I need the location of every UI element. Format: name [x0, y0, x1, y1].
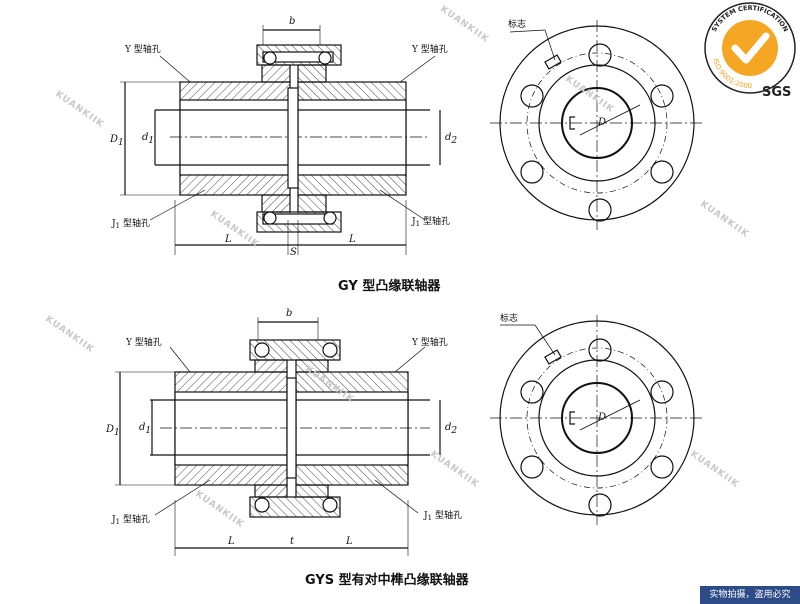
dim-l-top-right: L	[348, 234, 356, 245]
badge-sgs-text: SGS	[762, 85, 791, 100]
gy-section-view	[120, 25, 441, 255]
y-bore-label-top-right: Y 型轴孔	[411, 43, 448, 55]
checkmark-icon	[731, 32, 770, 64]
mark-label-top: 标志	[508, 18, 526, 30]
caption-gys: GYS 型有对中榫凸缘联轴器	[305, 572, 470, 588]
dim-small-d1-top: d1	[142, 132, 154, 146]
watermark-8: KUANKIIK	[428, 449, 480, 490]
dim-d-top: D	[597, 117, 606, 128]
dim-small-d2-top: d2	[445, 132, 457, 146]
watermark-1: KUANKIIK	[53, 89, 105, 130]
dim-small-d1-bottom: d1	[139, 422, 151, 436]
watermark-3: KUANKIIK	[438, 4, 490, 45]
dim-t-bottom: t	[290, 536, 295, 547]
dim-d1-bottom: D1	[105, 424, 120, 438]
j1-bore-label-top-left: J1 型轴孔	[111, 217, 150, 230]
y-bore-label-bottom-left: Y 型轴孔	[125, 336, 162, 348]
mark-label-bottom: 标志	[500, 312, 518, 324]
sgs-certification-logo: SYSTEM CERTIFICATION ISO 9001:2000 SGS	[704, 2, 796, 100]
watermark-5: KUANKIIK	[698, 199, 750, 240]
j1-bore-label-top-right: J1 型轴孔	[411, 215, 450, 228]
dim-d1-top: D1	[109, 134, 124, 148]
dim-b-top: b	[289, 16, 295, 27]
caption-gy: GY 型凸缘联轴器	[338, 278, 441, 294]
dim-l-bottom-right: L	[345, 536, 353, 547]
y-bore-label-bottom-right: Y 型轴孔	[411, 336, 448, 348]
j1-bore-label-bottom-right: J1 型轴孔	[423, 509, 462, 522]
j1-bore-label-bottom-left: J1 型轴孔	[111, 513, 150, 526]
dim-small-d2-bottom: d2	[445, 422, 457, 436]
gys-end-view	[490, 315, 705, 525]
dim-l-top-left: L	[224, 234, 232, 245]
y-bore-label-top-left: Y 型轴孔	[124, 43, 161, 55]
watermark-2: KUANKIIK	[208, 209, 260, 250]
gys-section-view	[115, 317, 441, 556]
dim-l-bottom-left: L	[227, 536, 235, 547]
dim-b-bottom: b	[286, 308, 292, 319]
gy-end-view	[490, 20, 705, 230]
watermark-9: KUANKIIK	[688, 449, 740, 490]
watermark-6: KUANKIIK	[43, 314, 95, 355]
dim-s-top: S	[290, 247, 297, 258]
watermark-4: KUANKIIK	[563, 74, 615, 115]
copyright-footer: 实物拍摄，盗用必究	[700, 586, 800, 604]
watermark-10: KUANKIIK	[193, 489, 245, 530]
dim-d-bottom: D	[597, 412, 606, 423]
